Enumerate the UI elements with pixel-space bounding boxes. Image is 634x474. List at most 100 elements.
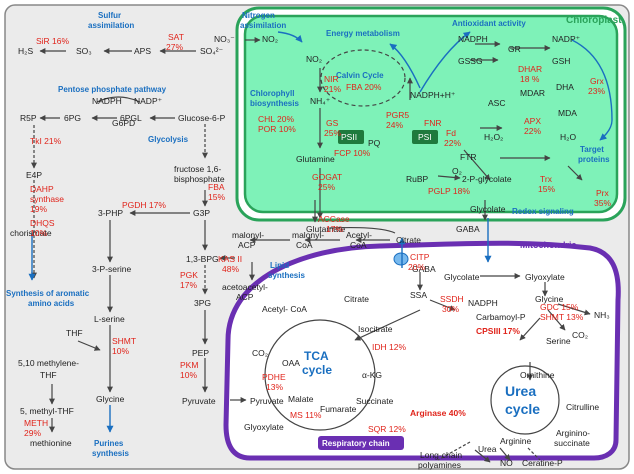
respiratory-chain-bar: [318, 436, 404, 450]
enzyme-gogat-1: GOGAT: [312, 172, 342, 182]
enzyme-ssadh-1: SSDH: [440, 294, 464, 304]
enzyme-shmt-cytosol-2: 10%: [112, 346, 129, 356]
nh3: NH₃: [594, 310, 610, 320]
enzyme-pdhe-1: PDHE: [262, 372, 286, 382]
serine-mito: Serine: [546, 336, 571, 346]
3-php: 3-PHP: [98, 208, 123, 218]
enzyme-fba-calvin: FBA 20%: [346, 82, 382, 92]
g3p: G3P: [193, 208, 210, 218]
calvin-cycle-label: Calvin Cycle: [336, 71, 384, 80]
enzyme-gs-2: 25%: [324, 128, 341, 138]
enzyme-dhar-1: DHAR: [518, 64, 542, 74]
rubp: RuBP: [406, 174, 429, 184]
nitrogen-assimilation-label-1: Nitrogen: [242, 11, 275, 20]
urea-cycle-label-2: cycle: [505, 401, 540, 417]
enzyme-fd-1: Fd: [446, 128, 456, 138]
citp-transporter: [393, 252, 409, 266]
enzyme-trx-2: 15%: [538, 184, 555, 194]
thf: THF: [66, 328, 83, 338]
purines-synthesis-label-1: Purines: [94, 439, 124, 448]
enzyme-ssadh-2: 30%: [442, 304, 459, 314]
enzyme-fba-glycolysis-2: 15%: [208, 192, 225, 202]
so4: SO₄²⁻: [200, 46, 224, 56]
chlorophyll-biosynthesis-label-2: biosynthesis: [250, 99, 299, 108]
oaa: OAA: [282, 358, 300, 368]
pyruvate-mito: Pyruvate: [250, 396, 284, 406]
6pgl: 6PGL: [120, 113, 142, 123]
argininosuccinate-2: succinate: [554, 438, 590, 448]
enzyme-dhar-2: 18 %: [520, 74, 540, 84]
enzyme-citp-2: 20%: [408, 262, 425, 272]
f16bp-2: bisphosphate: [174, 174, 225, 184]
no: NO: [500, 458, 513, 468]
enzyme-accase-2: 17%: [326, 224, 343, 234]
enzyme-meth-2: 29%: [24, 428, 41, 438]
enzyme-trx-1: Trx: [540, 174, 553, 184]
enzyme-sir: SiR 16%: [36, 36, 70, 46]
gsh: GSH: [552, 56, 570, 66]
enzyme-grx-2: 23%: [588, 86, 605, 96]
mda: MDA: [558, 108, 577, 118]
pep: PEP: [192, 348, 209, 358]
sulfur-assimilation-label-2: assimilation: [88, 21, 134, 30]
glyoxylate-mito: Glyoxylate: [525, 272, 565, 282]
enzyme-cpsiii: CPSIII 17%: [476, 326, 520, 336]
6pg: 6PG: [64, 113, 81, 123]
enzyme-nir-2: 21%: [324, 84, 341, 94]
ceratine-p: Ceratine-P: [522, 458, 563, 468]
no2-cytosol: NO₂: [262, 34, 278, 44]
pq: PQ: [368, 138, 381, 148]
enzyme-gdc: GDC 15%: [540, 302, 579, 312]
enzyme-dhqs-1: DHQS: [30, 218, 55, 228]
r5p: R5P: [20, 113, 37, 123]
chorismate: chorismate: [10, 228, 52, 238]
f16bp-1: fructose 1,6-: [174, 164, 221, 174]
enzyme-pgr5-2: 24%: [386, 120, 403, 130]
sulfur-assimilation-label-1: Sulfur: [98, 11, 121, 20]
enzyme-kas-1: KAS II: [218, 254, 242, 264]
lipid-synthesis-label-1: Lipid: [270, 261, 289, 270]
h2o: H₂O: [560, 132, 576, 142]
3pg: 3PG: [194, 298, 211, 308]
glycolate-mito: Glycolate: [444, 272, 480, 282]
nadph-pp: NADPH: [92, 96, 122, 106]
gaba-cytosol: GABA: [456, 224, 480, 234]
glycolysis-label: Glycolysis: [148, 135, 189, 144]
so3: SO₃: [76, 46, 92, 56]
citrate-mito: Citrate: [344, 294, 369, 304]
glutamine: Glutamine: [296, 154, 335, 164]
enzyme-pdhe-2: 13%: [266, 382, 283, 392]
enzyme-arginase: Arginase 40%: [410, 408, 466, 418]
enzyme-shmt-cytosol-1: SHMT: [112, 336, 136, 346]
co2-mito: CO₂: [572, 330, 588, 340]
glutamate: Glutamate: [306, 224, 345, 234]
enzyme-gs-1: GS: [326, 118, 339, 128]
enzyme-dahp-1: DAHP: [30, 184, 54, 194]
enzyme-grx-1: Grx: [590, 76, 604, 86]
enzyme-apx-2: 22%: [524, 126, 541, 136]
methionine: methionine: [30, 438, 72, 448]
redox-signaling-label: Redox signaling: [512, 207, 574, 216]
enzyme-citp-1: CITP: [410, 252, 430, 262]
methylene-thf-2: THF: [40, 370, 57, 380]
urea: Urea: [478, 444, 497, 454]
glycine-cytosol: Glycine: [96, 394, 125, 404]
enzyme-pgr5-1: PGR5: [386, 110, 409, 120]
chloroplast-label: Chloroplast: [566, 15, 622, 26]
methyl-thf: 5, methyl-THF: [20, 406, 74, 416]
nadph-mito: NADPH: [468, 298, 498, 308]
nadp-pp: NADP⁺: [134, 96, 163, 106]
antioxidant-activity-label: Antioxidant activity: [452, 19, 526, 28]
malonyl-acp-1: malonyl-: [232, 230, 264, 240]
glyoxylate-bottom: Glyoxylate: [244, 422, 284, 432]
argininosuccinate-1: Arginino-: [556, 428, 590, 438]
nh4: NH₄⁺: [310, 96, 331, 106]
acetyl-coa-cytosol-1: Acetyl-: [346, 230, 372, 240]
pyruvate-cytosol: Pyruvate: [182, 396, 216, 406]
gssg: GSSG: [458, 56, 483, 66]
enzyme-kas-2: 48%: [222, 264, 239, 274]
1-3-bpg: 1,3-BPG: [186, 254, 219, 264]
enzyme-prx-1: Prx: [596, 188, 610, 198]
urea-cycle-circle: [490, 365, 560, 435]
